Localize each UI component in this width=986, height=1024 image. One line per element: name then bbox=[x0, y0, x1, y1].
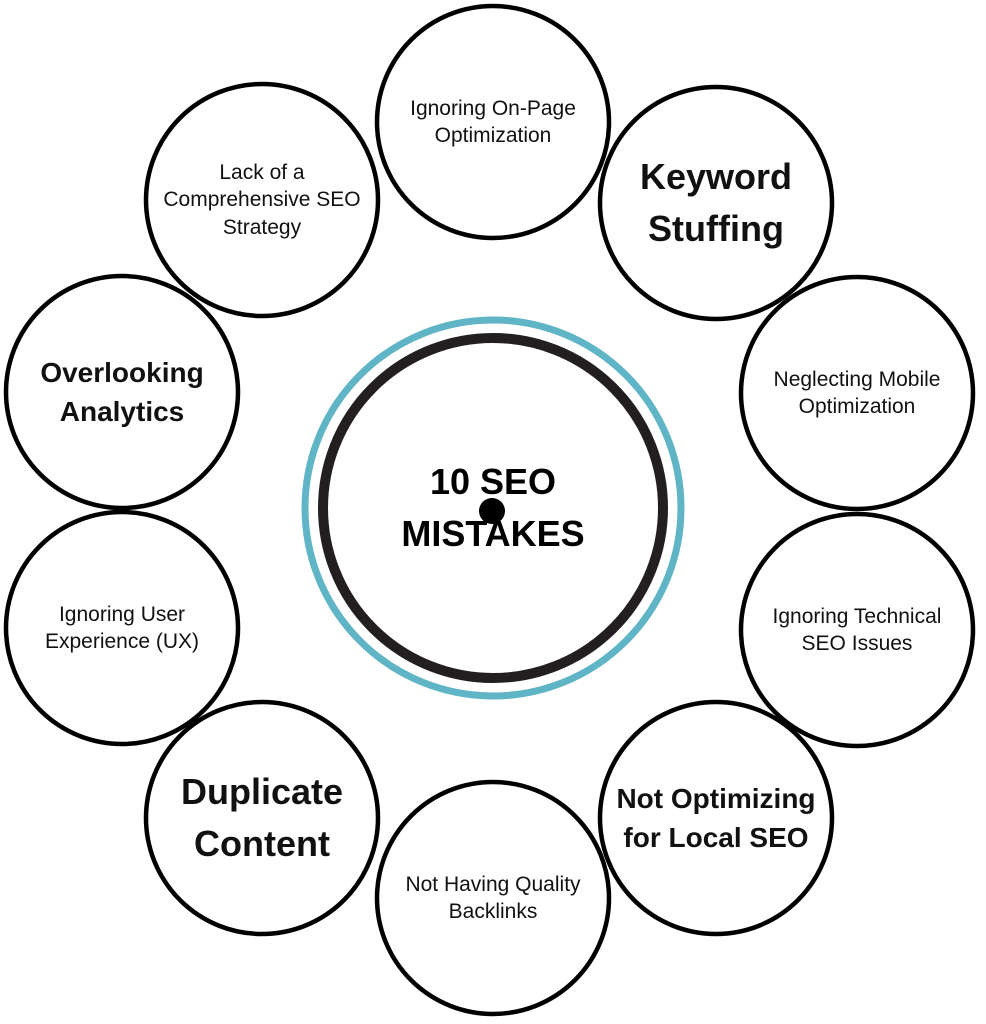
mistake-circle bbox=[3, 509, 241, 747]
mistake-label: Ignoring User Experience (UX) bbox=[44, 602, 200, 653]
mistake-label: Overlooking Analytics bbox=[40, 356, 204, 427]
mistake-label: Lack of a Comprehensive SEO Strategy bbox=[163, 161, 361, 239]
mistake-circle bbox=[374, 779, 612, 1017]
mistake-label: Ignoring On-Page Optimization bbox=[410, 96, 576, 147]
center-title-line2: MISTAKES bbox=[401, 513, 585, 554]
center-title-line1: 10 SEO bbox=[429, 460, 557, 502]
center-title: 10 SEO MISTAKES bbox=[343, 456, 643, 560]
mistake-circle bbox=[597, 699, 835, 937]
mistake-label: Neglecting Mobile Optimization bbox=[773, 367, 941, 418]
mistake-circle bbox=[374, 3, 612, 241]
mistake-circle bbox=[597, 84, 835, 322]
mistake-label: Keyword Stuffing bbox=[639, 155, 793, 249]
mistake-circle bbox=[143, 699, 381, 937]
mistake-circle bbox=[738, 511, 976, 749]
mistake-circle bbox=[3, 273, 241, 511]
mistake-circle bbox=[738, 274, 976, 512]
mistake-label: Ignoring Technical SEO Issues bbox=[772, 604, 942, 655]
mistake-circle bbox=[143, 81, 381, 319]
mistake-label: Not Optimizing for Local SEO bbox=[616, 782, 816, 853]
mistake-label: Not Having Quality Backlinks bbox=[405, 872, 581, 923]
mistake-label: Duplicate Content bbox=[180, 770, 344, 864]
